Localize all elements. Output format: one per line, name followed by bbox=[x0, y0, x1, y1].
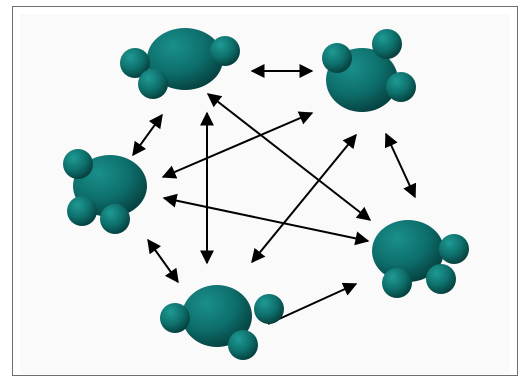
edge-top-left-left bbox=[132, 113, 163, 157]
node-top-left bbox=[120, 28, 240, 99]
edge-bottom-right bbox=[267, 282, 358, 325]
edge-top-right-left bbox=[161, 111, 314, 179]
node-top-right bbox=[322, 29, 416, 112]
edge-top-right-bottom bbox=[251, 133, 357, 264]
edge-top-left-right bbox=[206, 93, 372, 221]
node-left bbox=[63, 149, 147, 234]
edge-top-right-right bbox=[384, 132, 417, 199]
edges bbox=[132, 64, 417, 325]
node-right bbox=[372, 220, 469, 298]
node-bottom bbox=[160, 285, 284, 360]
edge-left-right bbox=[162, 193, 370, 246]
edge-left-bottom bbox=[147, 238, 179, 284]
